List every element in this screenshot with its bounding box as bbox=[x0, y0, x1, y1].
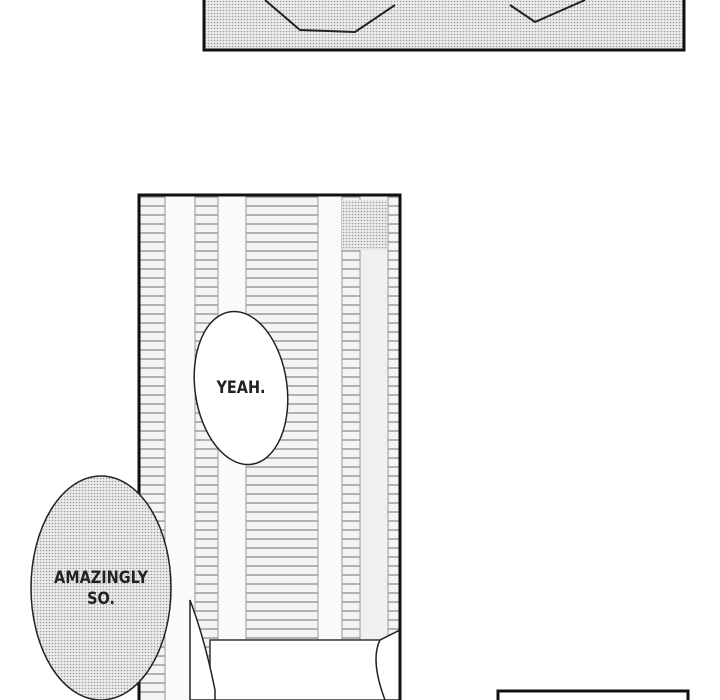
dialogue-amazingly-line2: SO. bbox=[87, 589, 115, 609]
speech-bubble-yeah bbox=[193, 310, 289, 466]
dialogue-amazingly-line1: AMAZINGLY bbox=[54, 568, 148, 588]
bottom-right-panel bbox=[496, 689, 690, 700]
dialogue-amazingly: AMAZINGLY SO. bbox=[42, 568, 161, 610]
top-panel bbox=[202, 0, 686, 52]
speech-bubble-amazingly bbox=[30, 475, 172, 700]
dialogue-yeah: YEAH. bbox=[216, 378, 266, 398]
drawing-lines bbox=[264, 0, 396, 34]
